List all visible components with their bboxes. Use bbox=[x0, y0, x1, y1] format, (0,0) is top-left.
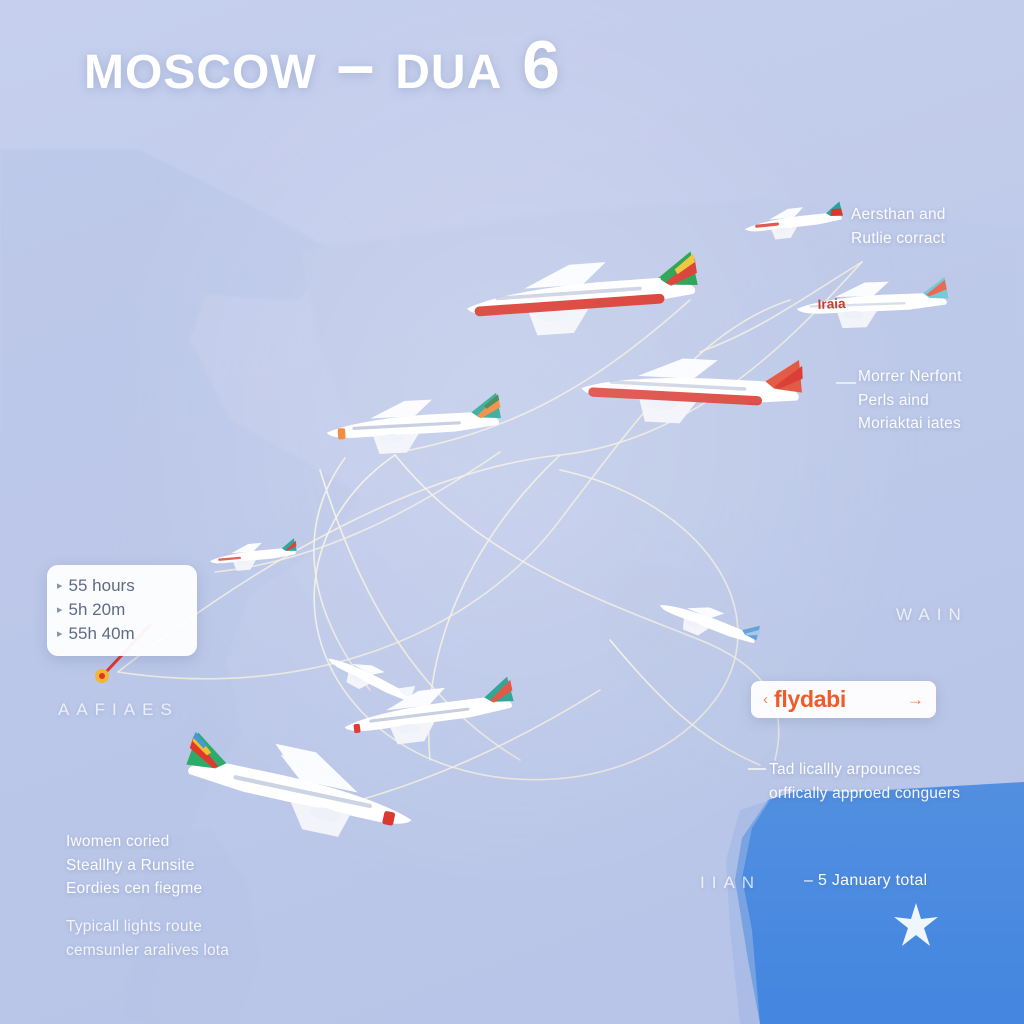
bullet-icon: ▸ bbox=[57, 628, 63, 641]
arrow-right-icon[interactable]: → bbox=[907, 689, 924, 709]
place-label-wain: WAIN bbox=[896, 605, 968, 624]
airline-brand-label: flydabi bbox=[774, 686, 847, 712]
duration-row: ▸ 5h 20m bbox=[57, 598, 187, 622]
aircraft-main-red bbox=[464, 250, 701, 341]
aircraft-center-orange bbox=[325, 392, 503, 457]
aircraft-lower-mid bbox=[340, 676, 518, 751]
water-label-january-total: – 5 January total bbox=[804, 872, 928, 889]
aircraft-bottom-big bbox=[178, 731, 421, 852]
page-title: Moscow – Dua 6 bbox=[84, 27, 561, 103]
duration-value: 5h 20m bbox=[68, 600, 126, 620]
annotation-bottom-left-2: Typicall lights route cemsunler aralives… bbox=[66, 918, 230, 959]
annotation-mid-right: Morrer Nerfont Perls aind Moriaktai iate… bbox=[858, 368, 962, 433]
aircraft-iraia: Iraia bbox=[795, 276, 950, 330]
water-star-icon bbox=[894, 903, 938, 946]
flight-durations-card: ▸ 55 hours ▸ 5h 20m ▸ 55h 40m bbox=[47, 565, 197, 657]
aircraft-small-left bbox=[208, 537, 299, 574]
duration-value: 55 hours bbox=[68, 576, 135, 595]
annotation-leader-line bbox=[836, 382, 856, 384]
aircraft-small-topright bbox=[743, 201, 845, 243]
water-body bbox=[726, 782, 1024, 1024]
place-label-aafiaes: AAFIAES bbox=[58, 700, 179, 719]
duration-row: ▸ 55h 40m bbox=[57, 622, 187, 646]
airline-selector[interactable]: ‹ flydabi → bbox=[751, 681, 936, 718]
place-label-iian: IIAN bbox=[700, 873, 762, 892]
bullet-icon: ▸ bbox=[57, 604, 63, 617]
duration-row: ▸ 55 hours bbox=[57, 574, 187, 598]
annotation-top-right: Aersthan and Rutlie corract bbox=[851, 206, 946, 247]
bullet-icon: ▸ bbox=[57, 580, 63, 592]
duration-value: 55h 40m bbox=[68, 624, 135, 644]
aircraft-second-red bbox=[579, 348, 804, 430]
annotation-bottom-right: Tad licallly arpounces orffically approe… bbox=[769, 761, 961, 802]
chevron-left-icon[interactable]: ‹ bbox=[763, 691, 768, 708]
annotation-bottom-left-1: Iwomen coried Steallhy a Runsite Eordies… bbox=[66, 833, 203, 898]
aircraft-fuselage-text: Iraia bbox=[817, 296, 846, 312]
aircraft-white-right bbox=[654, 588, 763, 657]
annotation-leader-line-2 bbox=[748, 768, 766, 770]
